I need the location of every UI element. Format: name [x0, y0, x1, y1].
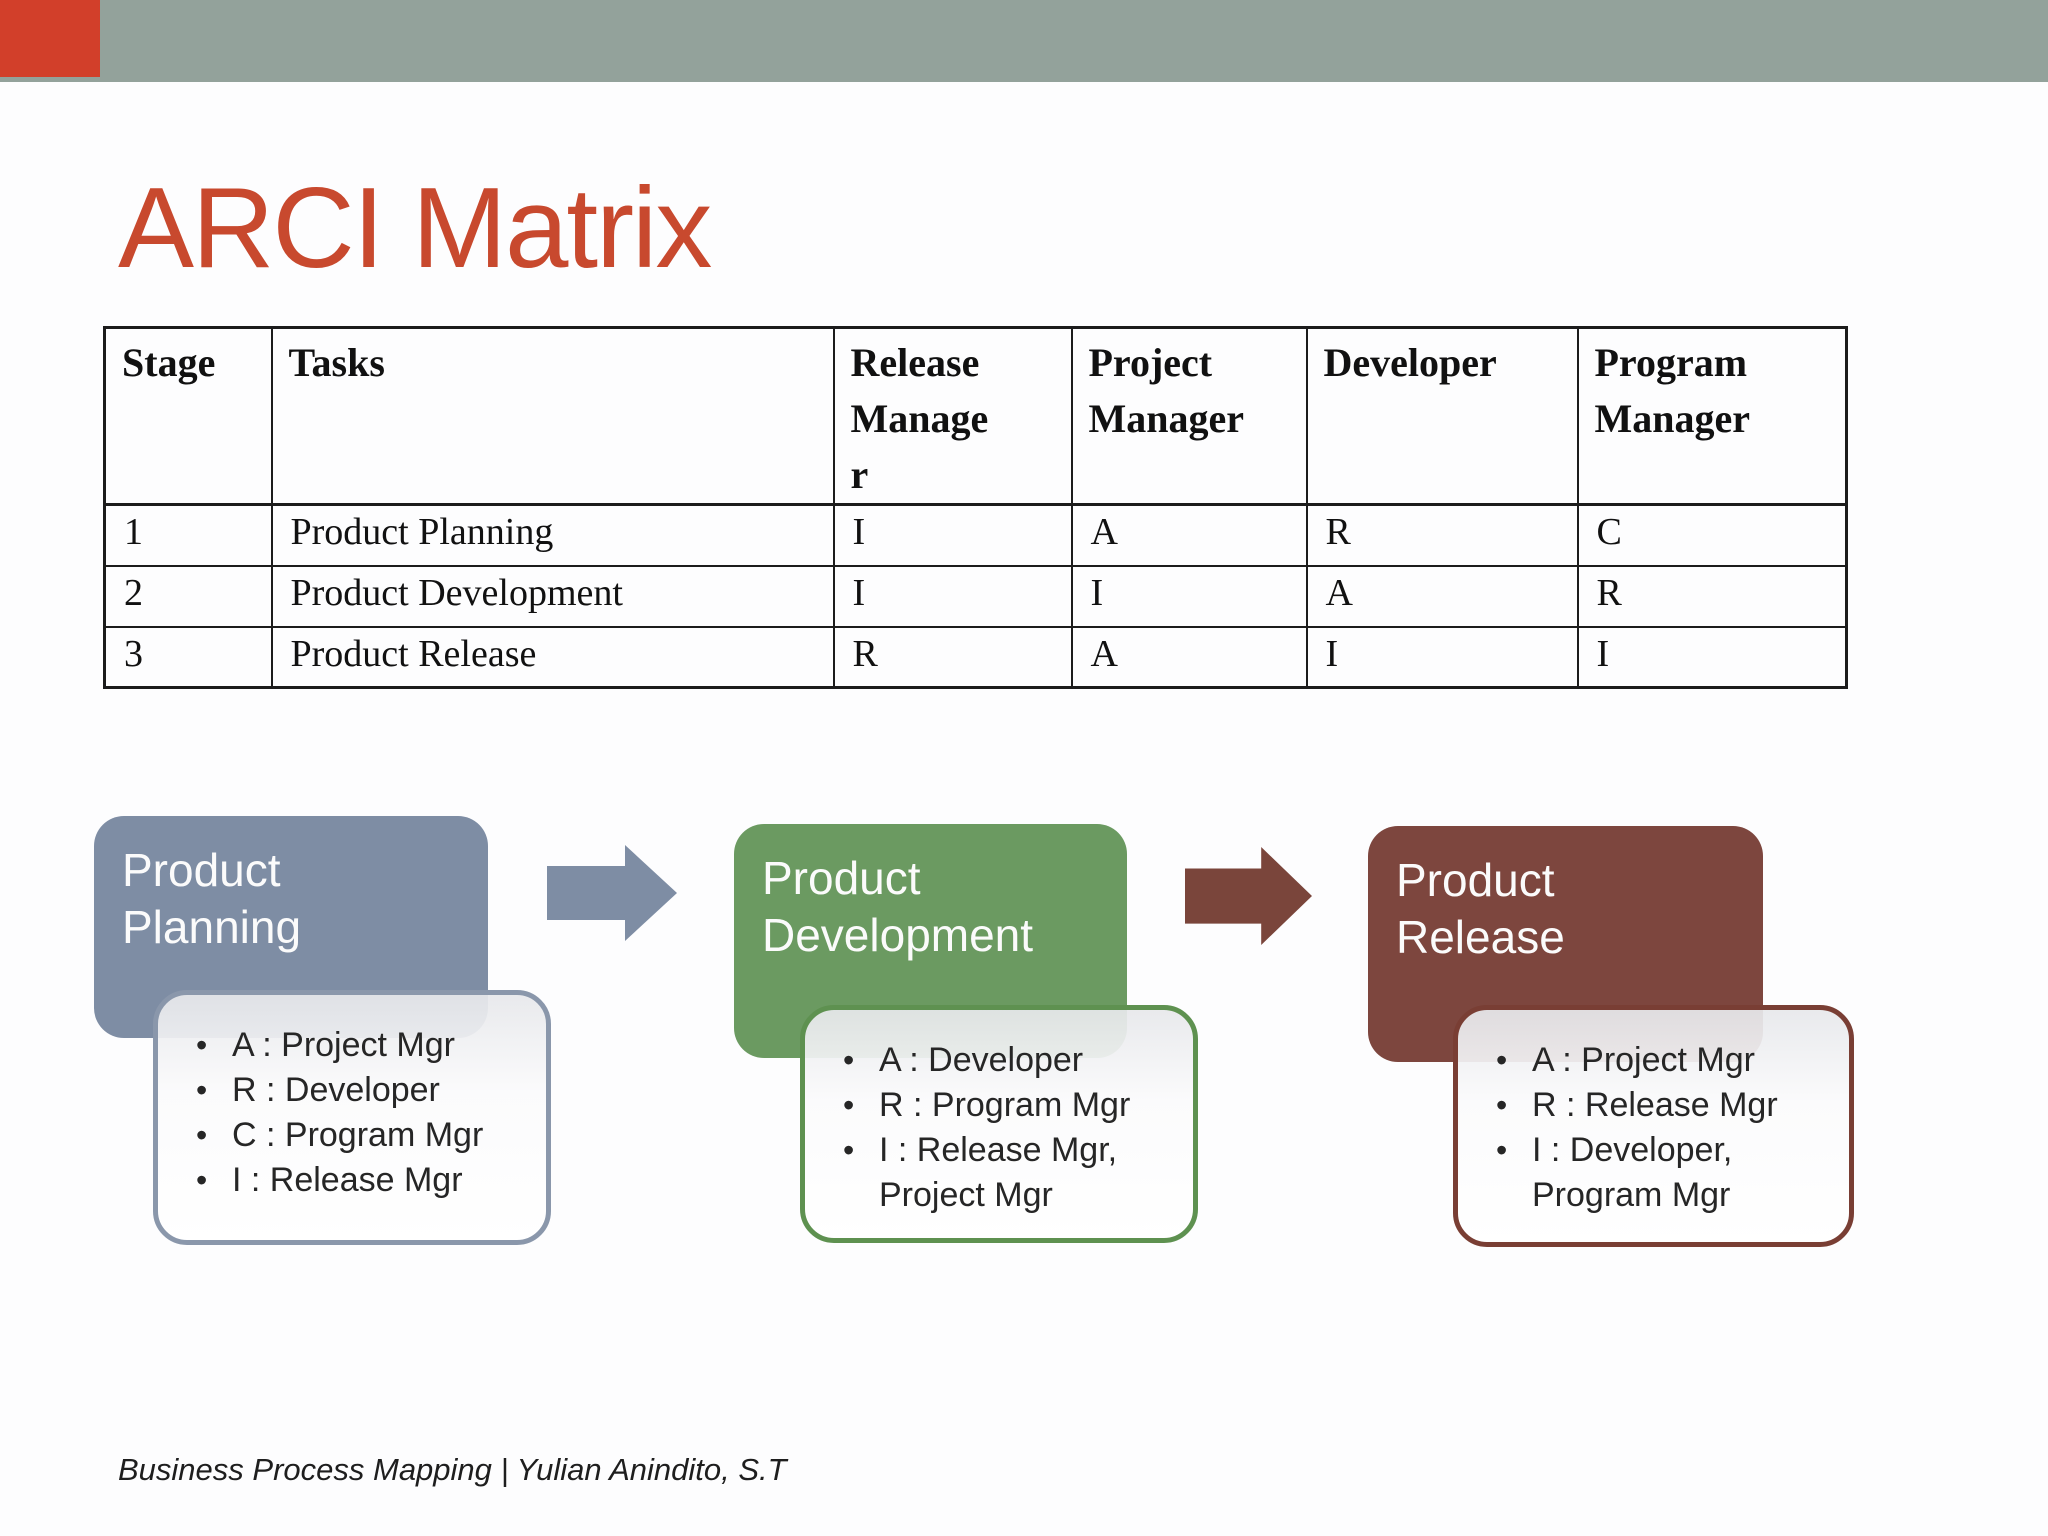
note-product-release: A : Project Mgr R : Release Mgr I : Deve…: [1453, 1005, 1854, 1247]
note-item: A : Developer: [835, 1038, 1175, 1083]
note-product-development: A : Developer R : Program Mgr I : Releas…: [800, 1005, 1198, 1243]
flow-arrow-icon: [547, 845, 677, 941]
note-list: A : Developer R : Program Mgr I : Releas…: [835, 1038, 1175, 1218]
cell-release-manager: I: [832, 564, 1073, 628]
top-banner: [0, 0, 2048, 82]
cell-developer: R: [1305, 503, 1579, 567]
table-header-row: Stage Tasks Release Manager Project Mana…: [103, 326, 1848, 506]
cell-program-manager: C: [1576, 503, 1848, 567]
table-row: 3 Product Release R A I I: [103, 625, 1848, 689]
table-row: 2 Product Development I I A R: [103, 564, 1848, 628]
cell-program-manager: R: [1576, 564, 1848, 628]
col-header-program-manager: Program Manager: [1576, 326, 1848, 506]
cell-project-manager: A: [1070, 625, 1308, 689]
col-header-developer: Developer: [1305, 326, 1579, 506]
col-header-tasks: Tasks: [270, 326, 835, 506]
note-item: R : Developer: [188, 1068, 528, 1113]
cell-program-manager: I: [1576, 625, 1848, 689]
note-product-planning: A : Project Mgr R : Developer C : Progra…: [153, 990, 551, 1245]
footer-credit: Business Process Mapping | Yulian Anindi…: [118, 1452, 787, 1487]
table-row: 1 Product Planning I A R C: [103, 503, 1848, 567]
cell-stage: 3: [103, 625, 273, 689]
page-title: ARCI Matrix: [118, 165, 712, 292]
note-item: R : Program Mgr: [835, 1083, 1175, 1128]
note-list: A : Project Mgr R : Release Mgr I : Deve…: [1488, 1038, 1831, 1218]
note-item: I : Release Mgr: [188, 1158, 528, 1203]
cell-project-manager: I: [1070, 564, 1308, 628]
note-item: R : Release Mgr: [1488, 1083, 1831, 1128]
note-item: I : Release Mgr, Project Mgr: [835, 1128, 1175, 1218]
arrow-shape: [547, 845, 677, 941]
cell-project-manager: A: [1070, 503, 1308, 567]
cell-release-manager: I: [832, 503, 1073, 567]
cell-stage: 1: [103, 503, 273, 567]
note-item: A : Project Mgr: [1488, 1038, 1831, 1083]
note-item: A : Project Mgr: [188, 1023, 528, 1068]
col-header-stage: Stage: [103, 326, 273, 506]
flow-arrow-icon: [1185, 847, 1312, 945]
note-item: I : Developer, Program Mgr: [1488, 1128, 1831, 1218]
cell-task: Product Development: [270, 564, 835, 628]
col-header-release-manager: Release Manager: [832, 326, 1073, 506]
note-list: A : Project Mgr R : Developer C : Progra…: [188, 1023, 528, 1203]
cell-release-manager: R: [832, 625, 1073, 689]
note-item: C : Program Mgr: [188, 1113, 528, 1158]
col-header-project-manager: Project Manager: [1070, 326, 1308, 506]
cell-stage: 2: [103, 564, 273, 628]
corner-accent-block: [0, 0, 100, 77]
col-header-release-manager-text: Release Manager: [850, 340, 989, 497]
cell-task: Product Planning: [270, 503, 835, 567]
cell-task: Product Release: [270, 625, 835, 689]
cell-developer: I: [1305, 625, 1579, 689]
cell-developer: A: [1305, 564, 1579, 628]
arrow-shape: [1185, 847, 1312, 945]
flow-step-product-release: Product Release: [1368, 826, 1763, 1062]
arci-matrix-table: Stage Tasks Release Manager Project Mana…: [103, 326, 1848, 689]
